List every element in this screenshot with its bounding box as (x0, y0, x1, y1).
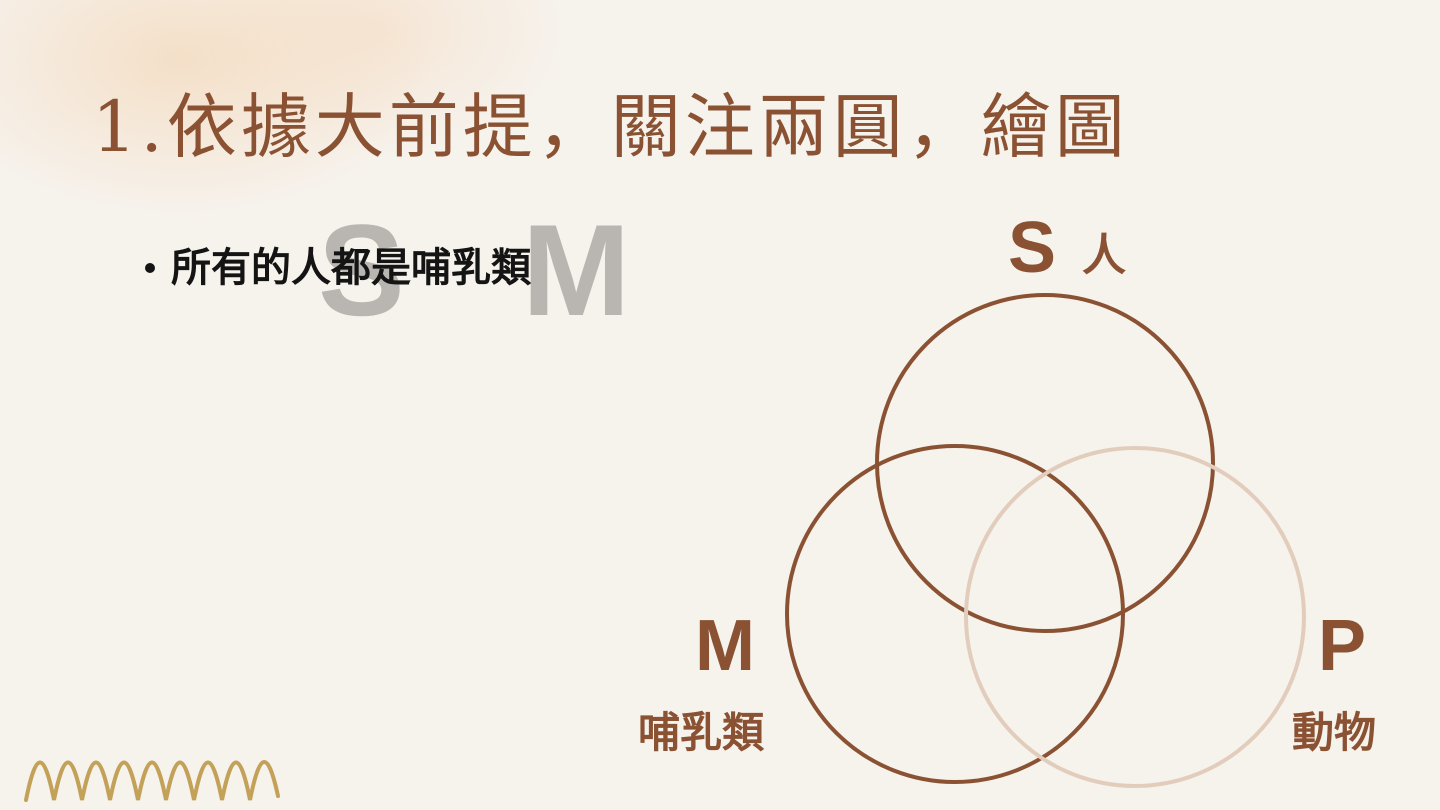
circle-p (964, 446, 1306, 788)
circle-m-term: 哺乳類 (638, 708, 765, 757)
circle-m (785, 444, 1125, 784)
circle-m-letter: M (695, 606, 755, 686)
slide-title: 1.依據大前提，關注兩圓，繪圖 (92, 86, 1129, 168)
circle-s-term: 人 (1082, 230, 1126, 281)
squiggle-decoration-icon (24, 760, 280, 802)
circle-s-letter: S (1008, 208, 1057, 288)
ghost-letter-m: M (522, 197, 631, 343)
circle-p-letter: P (1318, 606, 1367, 686)
circle-p-term: 動物 (1292, 708, 1377, 757)
bullet-item: 所有的人都是哺乳類 (145, 248, 531, 288)
circle-s (875, 293, 1215, 633)
bullet-text: 所有的人都是哺乳類 (171, 245, 531, 291)
ghost-letter-s: S (318, 197, 405, 343)
bullet-dot-icon (145, 263, 155, 273)
